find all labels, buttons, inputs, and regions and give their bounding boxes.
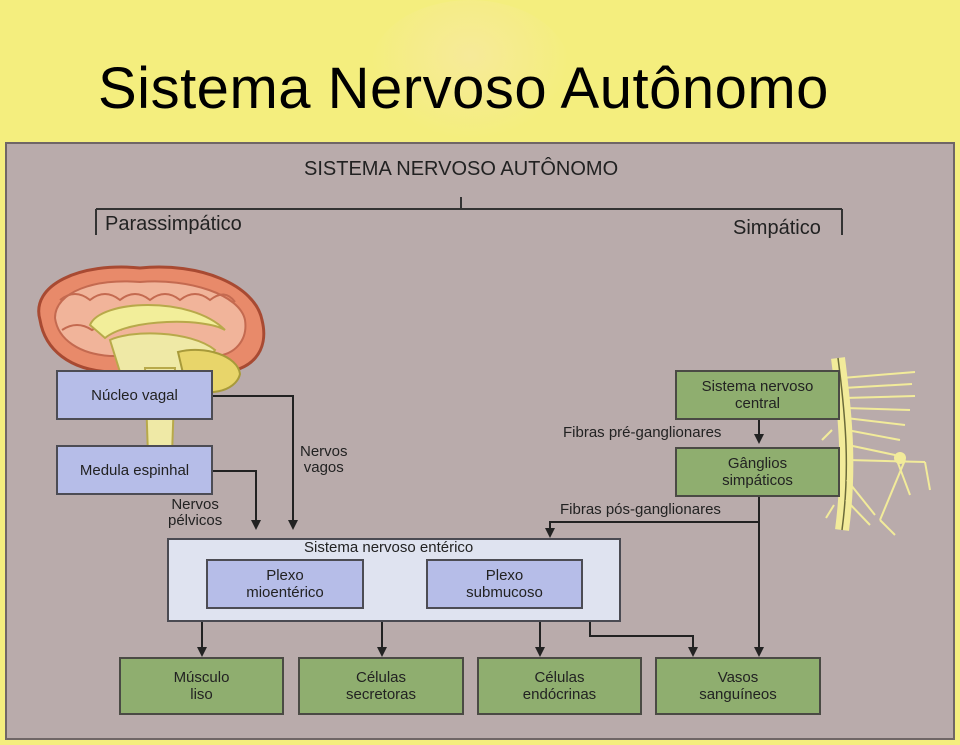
diagram-heading: SISTEMA NERVOSO AUTÔNOMO: [304, 158, 619, 180]
fibras-pre-label: Fibras pré-ganglionares: [563, 424, 722, 441]
background-figure: [370, 0, 570, 140]
plexo-mioenterico-label: Plexo mioentérico: [246, 567, 324, 601]
target-label: Células endócrinas: [522, 669, 597, 703]
plexo-submucoso-box: Plexo submucoso: [426, 559, 583, 609]
nucleo-vagal-label: Núcleo vagal: [91, 386, 178, 404]
plexo-mioenterico-box: Plexo mioentérico: [206, 559, 364, 609]
branch-parassimpatico: Parassimpático: [105, 213, 242, 235]
slide-title: Sistema Nervoso Autônomo: [98, 56, 829, 121]
plexo-submucoso-label: Plexo submucoso: [466, 567, 543, 601]
snc-label: Sistema nervoso central: [701, 378, 814, 412]
spinal-column-illustration: [819, 357, 931, 536]
target-vasos-sanguineos: Vasos sanguíneos: [655, 657, 821, 715]
fibras-pos-label: Fibras pós-ganglionares: [560, 501, 721, 518]
target-label: Células secretoras: [345, 669, 417, 703]
branch-simpatico: Simpático: [733, 217, 821, 239]
medula-espinhal-box: Medula espinhal: [56, 445, 213, 495]
nucleo-vagal-box: Núcleo vagal: [56, 370, 213, 420]
target-musculo-liso: Músculo liso: [119, 657, 284, 715]
nervos-pelvicos-label: Nervos pélvicos: [168, 496, 223, 529]
target-label: Vasos sanguíneos: [699, 669, 777, 703]
brain-illustration: [37, 265, 266, 468]
ganglios-label: Gânglios simpáticos: [722, 455, 793, 489]
enteric-title: Sistema nervoso entérico: [304, 539, 474, 556]
target-celulas-endocrinas: Células endócrinas: [477, 657, 642, 715]
medula-espinhal-label: Medula espinhal: [79, 461, 190, 479]
ganglios-box: Gânglios simpáticos: [675, 447, 840, 497]
target-label: Músculo liso: [173, 669, 230, 703]
snc-box: Sistema nervoso central: [675, 370, 840, 420]
target-celulas-secretoras: Células secretoras: [298, 657, 464, 715]
nervos-vagos-label: Nervos vagos: [300, 443, 348, 476]
